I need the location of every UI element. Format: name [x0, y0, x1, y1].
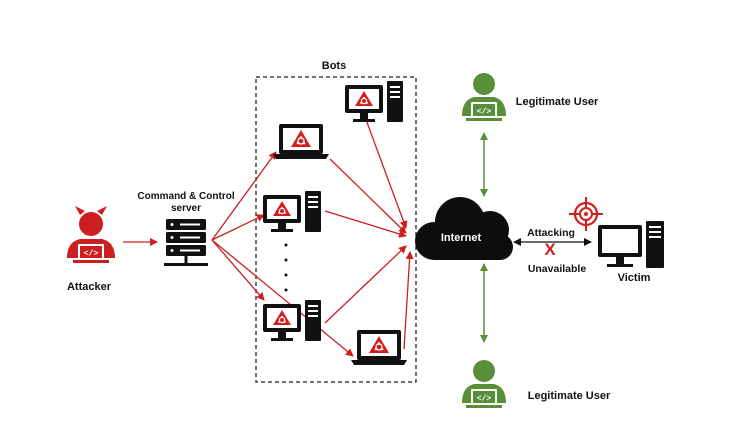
attacker-label: Attacker [67, 281, 112, 293]
cloud-icon [415, 197, 513, 260]
cnc-label-line2: server [171, 203, 201, 214]
legit-user-bottom-label: Legitimate User [528, 390, 611, 402]
bots-ellipsis [284, 243, 288, 292]
bot-laptop-2 [350, 329, 408, 366]
desktop-computer-icon [598, 221, 664, 268]
victim-label: Victim [618, 272, 651, 284]
x-mark-icon: X [544, 240, 556, 259]
cnc-label-line1: Command & Control [137, 191, 234, 202]
bot-desktop-3 [262, 299, 322, 342]
server-rack-icon [164, 219, 208, 266]
user-icon-bottom [462, 360, 506, 408]
attack-arrows [123, 116, 414, 357]
attacker-node: </> [67, 206, 115, 263]
attacking-label: Attacking [527, 227, 575, 239]
crosshair-target-icon [569, 197, 603, 231]
internet-label: Internet [441, 232, 482, 244]
bot-desktop-2 [262, 190, 322, 233]
devil-hacker-icon: </> [67, 206, 115, 263]
legit-user-top-label: Legitimate User [516, 96, 599, 108]
bot-laptop-1 [272, 123, 330, 160]
svg-text:</>: </> [84, 250, 99, 259]
unavailable-label: Unavailable [528, 263, 587, 275]
user-icon-top [462, 73, 506, 121]
bots-container [255, 76, 417, 383]
bots-label: Bots [322, 60, 346, 72]
bot-desktop-1 [344, 80, 404, 123]
